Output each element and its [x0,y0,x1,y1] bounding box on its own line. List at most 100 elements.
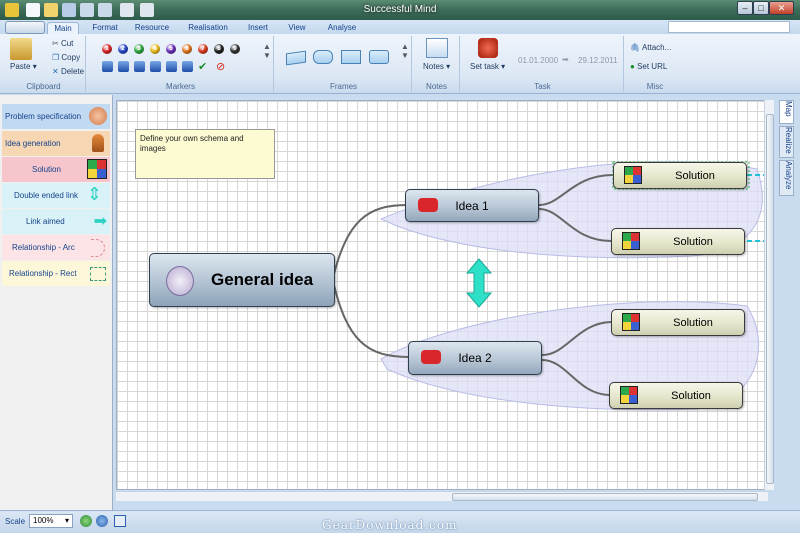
new-file-icon[interactable] [26,3,40,17]
status-bar: Scale 100%▾ GearDownload.com [0,510,800,533]
palette-item-relationship-rect[interactable]: Relationship - Rect [2,261,110,286]
marker-square-icon[interactable] [166,61,177,72]
double-arrow-icon[interactable] [465,258,493,308]
vertical-scroll-thumb[interactable] [766,114,774,484]
marker-number-2-icon[interactable]: 2 [118,44,128,54]
note-box[interactable]: Define your own schema and images [135,129,275,179]
forbidden-marker-icon[interactable]: ⊘ [216,61,226,73]
tab-resource[interactable]: Resource [134,23,170,32]
scale-dropdown[interactable]: 100%▾ [29,514,73,528]
rubiks-cube-icon [622,313,640,331]
rubiks-cube-icon [622,232,640,250]
save-icon[interactable] [62,3,76,17]
task-group-label: Task [534,82,551,91]
customize-icon[interactable] [140,3,154,17]
task-end-date: 29.12.2011 [578,56,618,65]
palette-item-idea-generation[interactable]: Idea generation [2,131,110,156]
frame-shape-rect-rounded-icon[interactable] [369,50,389,64]
marker-number-6-icon[interactable]: 6 [182,44,192,54]
redo-icon[interactable] [98,3,112,17]
side-tab-realize[interactable]: Realize [779,126,794,158]
frame-shape-parallelogram-icon[interactable] [286,50,306,66]
marker-number-1-icon[interactable]: 1 [102,44,112,54]
app-logo-icon[interactable] [5,3,19,17]
tab-insert[interactable]: Insert [247,23,268,32]
title-bar: Successful Mind – □ ✕ [0,0,800,20]
tab-view[interactable]: View [288,23,306,32]
solution-node-3[interactable]: Solution [611,309,745,336]
frames-scroll-icon[interactable]: ▲▼ [401,42,409,60]
marker-square-icon[interactable] [118,61,129,72]
rubiks-cube-icon [87,159,107,179]
notes-icon [426,38,448,58]
frame-shape-rounded-icon[interactable] [313,50,333,64]
marker-square-icon[interactable] [134,61,145,72]
marker-number-3-icon[interactable]: 3 [134,44,144,54]
search-input[interactable] [668,21,790,33]
paste-button[interactable]: Paste ▾ [10,62,37,71]
idea-node-2[interactable]: Idea 2 [408,341,542,375]
solution-node-2[interactable]: Solution [611,228,745,255]
fit-to-screen-icon[interactable] [114,515,126,527]
palette-item-double-ended-link[interactable]: Double ended link ⇕ [2,183,110,208]
marker-square-icon[interactable] [150,61,161,72]
open-folder-icon[interactable] [44,3,58,17]
main-node-label: General idea [210,270,314,289]
tab-format[interactable]: Format [92,23,118,32]
brain-icon [166,266,194,296]
rubiks-cube-icon [620,386,638,404]
solution-node-1[interactable]: Solution [613,162,747,189]
mind-map-canvas[interactable]: Define your own schema and images Genera… [116,100,768,490]
checkmark-marker-icon[interactable]: ✔ [198,61,208,73]
minimize-button[interactable]: – [737,1,753,15]
marker-number-9-icon[interactable]: 9 [230,44,240,54]
marker-number-8-icon[interactable]: 8 [214,44,224,54]
copy-button[interactable]: ❐ Copy [52,53,81,62]
delete-button[interactable]: ✕ Delete [52,67,85,76]
ribbon-tab-row: Main Format Resource Realisation Insert … [0,20,800,34]
marker-number-7-icon[interactable]: 7 [198,44,208,54]
side-tab-analyze[interactable]: Analyze [779,160,794,196]
notes-group-label: Notes [426,82,447,91]
marker-square-icon[interactable] [102,61,113,72]
zoom-in-icon[interactable] [80,515,92,527]
marker-number-4-icon[interactable]: 4 [150,44,160,54]
solution-node-4[interactable]: Solution [609,382,743,409]
print-icon[interactable] [120,3,134,17]
tab-realisation[interactable]: Realisation [188,23,228,32]
undo-icon[interactable] [80,3,94,17]
tab-analyse[interactable]: Analyse [327,23,357,32]
application-menu-button[interactable] [5,21,45,34]
marker-number-5-icon[interactable]: 5 [166,44,176,54]
horizontal-scroll-thumb[interactable] [452,493,758,501]
arc-icon [91,239,105,257]
notes-group: Notes ▾ Notes [414,36,460,92]
palette-item-solution[interactable]: Solution [2,157,110,182]
window-title: Successful Mind [363,4,437,15]
idea-node-1[interactable]: Idea 1 [405,189,539,222]
double-arrow-icon: ⇕ [86,184,102,204]
notes-button[interactable]: Notes ▾ [423,62,451,71]
solution-node-label: Solution [675,169,715,182]
palette-item-problem-specification[interactable]: Problem specification [2,104,110,129]
set-task-button[interactable]: Set task ▾ [470,62,506,71]
set-url-button[interactable]: ● Set URL [630,62,668,71]
marker-square-icon[interactable] [182,61,193,72]
watermark: GearDownload.com [322,518,458,532]
connector-main-idea2 [332,280,410,358]
main-node[interactable]: General idea [149,253,335,307]
close-button[interactable]: ✕ [769,1,794,15]
vertical-scrollbar[interactable] [764,100,774,490]
markers-scroll-icon[interactable]: ▲▼ [263,42,271,60]
attach-button[interactable]: 🖇 Attach... [630,43,672,52]
palette-item-link-aimed[interactable]: Link aimed ➡ [2,209,110,234]
maximize-button[interactable]: □ [753,1,769,15]
side-tab-map[interactable]: Map [779,100,794,124]
horizontal-scrollbar[interactable] [116,491,768,501]
tab-main[interactable]: Main [47,22,79,34]
frame-shape-rect-icon[interactable] [341,50,361,64]
cut-button[interactable]: ✂ Cut [52,39,74,48]
palette-item-relationship-arc[interactable]: Relationship - Arc [2,235,110,260]
zoom-out-icon[interactable] [96,515,108,527]
